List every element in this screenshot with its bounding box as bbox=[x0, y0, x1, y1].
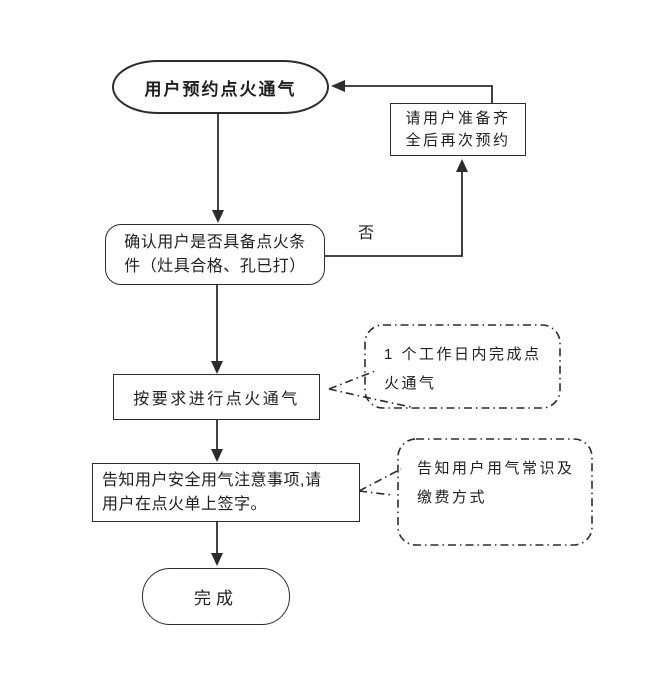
callout-sla-border bbox=[364, 324, 561, 409]
flow-node-complete: 完成 bbox=[142, 568, 290, 625]
callout-sla-arrow bbox=[328, 388, 412, 408]
arrowhead-down-icon bbox=[211, 553, 223, 566]
flow-node-user-appointment: 用户预约点火通气 bbox=[112, 60, 329, 114]
callout-sla-text: 1 个工作日内完成点 火通气 bbox=[384, 340, 554, 398]
arrowhead-down-icon bbox=[212, 210, 224, 223]
node-label-line: 告知用户安全用气注意事项,请 bbox=[102, 471, 322, 489]
flow-node-perform-ignition: 按要求进行点火通气 bbox=[113, 374, 320, 420]
node-label: 按要求进行点火通气 bbox=[133, 391, 300, 408]
callout-info-text: 告知用户用气常识及 缴费方式 bbox=[417, 454, 587, 512]
flow-node-confirm-conditions: 确认用户是否具备点火条 件（灶具合格、孔已打） bbox=[105, 224, 325, 285]
callout-info-arrow bbox=[358, 490, 393, 496]
callout-info-arrow bbox=[358, 468, 402, 492]
callout-line: 缴费方式 bbox=[417, 489, 488, 506]
node-label: 完成 bbox=[194, 589, 238, 608]
callout-info-border bbox=[397, 438, 593, 546]
arrowhead-down-icon bbox=[211, 449, 223, 462]
callout-line: 火通气 bbox=[384, 375, 437, 392]
connector-no-branch bbox=[325, 172, 463, 257]
node-label: 用户预约点火通气 bbox=[144, 79, 297, 99]
node-label-line: 用户在点火单上签字。 bbox=[102, 495, 268, 513]
node-label-line: 请用户准备齐 bbox=[405, 109, 511, 127]
arrowhead-down-icon bbox=[211, 361, 223, 374]
arrowhead-up-icon bbox=[456, 159, 468, 172]
flow-node-retry-appointment: 请用户准备齐 全后再次预约 bbox=[390, 103, 526, 156]
connector-retry-to-start bbox=[345, 85, 493, 103]
node-label-line: 件（灶具合格、孔已打） bbox=[124, 257, 306, 275]
node-label-line: 确认用户是否具备点火条 bbox=[124, 233, 306, 251]
callout-line: 1 个工作日内完成点 bbox=[384, 346, 542, 363]
callout-sla-arrow bbox=[328, 370, 376, 390]
edge-label-no: 否 bbox=[358, 225, 375, 242]
node-label-line: 全后再次预约 bbox=[405, 131, 511, 149]
arrowhead-left-icon bbox=[331, 80, 345, 92]
flow-node-safety-notice: 告知用户安全用气注意事项,请 用户在点火单上签字。 bbox=[92, 463, 360, 522]
callout-line: 告知用户用气常识及 bbox=[417, 460, 575, 477]
